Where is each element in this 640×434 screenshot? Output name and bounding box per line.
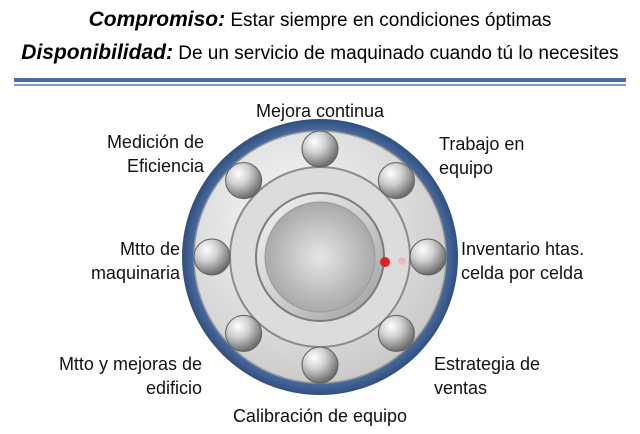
red-marker-icon bbox=[380, 257, 390, 267]
label-bottom-right-line2: ventas bbox=[434, 378, 488, 398]
label-mid-left-line2: maquinaria bbox=[90, 263, 180, 283]
label-bottom-left-line1: Mtto y mejoras de bbox=[58, 354, 202, 374]
label-mejora-continua: Mejora continua bbox=[220, 99, 420, 123]
label-bottom-text: Calibración de equipo bbox=[232, 406, 408, 426]
label-top-left-line2: Eficiencia bbox=[126, 156, 204, 176]
bearing-ball bbox=[377, 314, 415, 352]
bearing-ball bbox=[225, 162, 263, 200]
commitment-key: Compromiso: bbox=[88, 8, 226, 31]
header-divider-thin bbox=[14, 84, 626, 86]
marker-reflection bbox=[398, 257, 406, 265]
bearing-ball bbox=[301, 346, 339, 384]
bearing-ball bbox=[377, 162, 415, 200]
label-top-right-line2: equipo bbox=[439, 158, 494, 178]
header-availability: Disponibilidad: De un servicio de maquin… bbox=[0, 41, 640, 65]
bearing-ball bbox=[301, 130, 339, 168]
bearing-ball bbox=[193, 238, 231, 276]
label-top-right-line1: Trabajo en bbox=[439, 134, 525, 154]
label-medicion-eficiencia: Medición de Eficiencia bbox=[40, 130, 204, 178]
header-divider bbox=[14, 78, 626, 82]
label-mtto-maquinaria: Mtto de maquinaria bbox=[40, 237, 180, 285]
label-mtto-edificio: Mtto y mejoras de edificio bbox=[10, 352, 202, 400]
label-inventario-htas: Inventario htas. celda por celda bbox=[461, 237, 631, 285]
label-calibracion-equipo: Calibración de equipo bbox=[200, 404, 440, 428]
label-bottom-left-line2: edificio bbox=[145, 378, 202, 398]
bearing-ball bbox=[225, 314, 263, 352]
header-commitment: Compromiso: Estar siempre en condiciones… bbox=[0, 8, 640, 32]
commitment-text: Estar siempre en condiciones óptimas bbox=[225, 10, 552, 31]
bearing-ball bbox=[409, 238, 447, 276]
label-top-text: Mejora continua bbox=[255, 101, 385, 121]
label-mid-left-line1: Mtto de bbox=[119, 239, 180, 259]
label-top-left-line1: Medición de bbox=[106, 132, 204, 152]
label-trabajo-equipo: Trabajo en equipo bbox=[439, 132, 609, 180]
hub-center bbox=[264, 201, 376, 313]
availability-text: De un servicio de maquinado cuando tú lo… bbox=[172, 43, 619, 64]
bearing-balls bbox=[193, 130, 447, 384]
label-mid-right-line2: celda por celda bbox=[461, 263, 584, 283]
label-estrategia-ventas: Estrategia de ventas bbox=[434, 352, 604, 400]
label-mid-right-line1: Inventario htas. bbox=[461, 239, 585, 259]
label-bottom-right-line1: Estrategia de bbox=[434, 354, 541, 374]
availability-key: Disponibilidad: bbox=[21, 41, 173, 64]
